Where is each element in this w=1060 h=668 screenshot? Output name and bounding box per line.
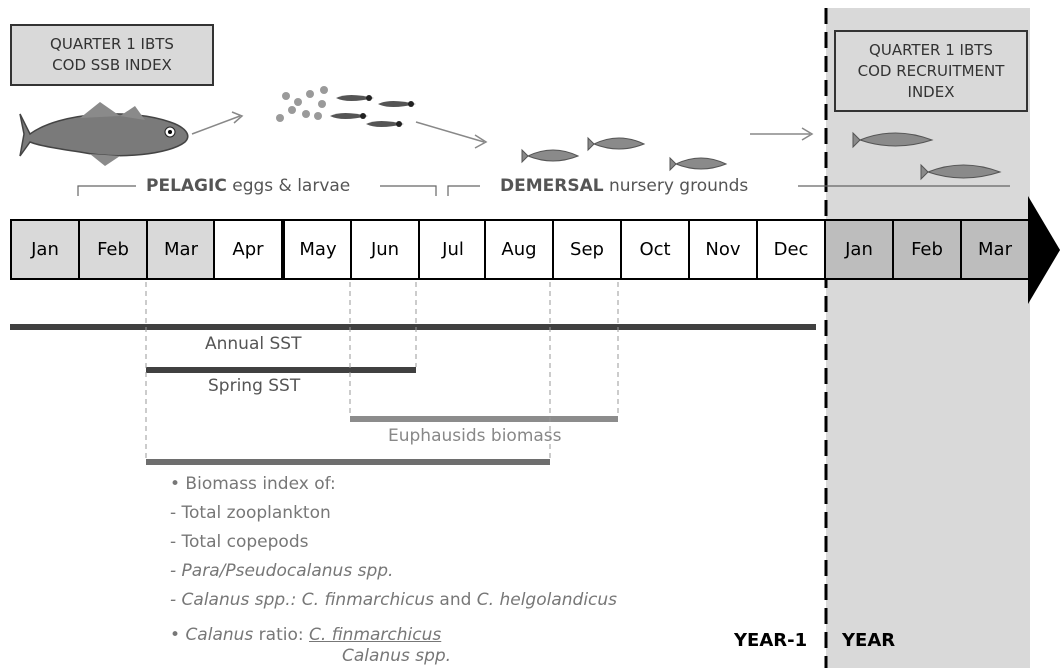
recruit-box-line2: COD RECRUITMENT <box>857 62 1005 80</box>
year-label: YEAR <box>842 630 896 651</box>
pseudocalanus-text: - Para/Pseudocalanus spp. <box>170 561 394 581</box>
pelagic-phase-label: PELAGIC eggs & larvae <box>146 176 350 196</box>
guide-lines <box>145 282 619 459</box>
pelagic-rest: eggs & larvae <box>226 176 351 196</box>
month-cell-mar-14: Mar <box>960 219 1030 280</box>
ratio-numerator: C. finmarchicus <box>309 625 442 645</box>
juvenile-cod-icon <box>521 136 728 172</box>
month-cell-may-4: May <box>283 219 353 280</box>
survey-year-shading <box>826 8 1030 668</box>
month-cell-sep-8: Sep <box>552 219 622 280</box>
month-cell-feb-13: Feb <box>892 219 962 280</box>
month-cell-mar-2: Mar <box>146 219 216 280</box>
month-cell-jan-0: Jan <box>10 219 80 280</box>
calanus-and: and <box>434 590 477 610</box>
larvae-icon <box>330 95 416 127</box>
ratio-italic: Calanus <box>185 625 254 645</box>
demersal-phase-label: DEMERSAL nursery grounds <box>500 176 748 196</box>
recruit-box-line1: QUARTER 1 IBTS <box>869 41 993 59</box>
demersal-bold: DEMERSAL <box>500 176 604 196</box>
ratio-plain: ratio: <box>253 625 304 645</box>
month-cell-nov-10: Nov <box>688 219 758 280</box>
year-minus-1-label: YEAR-1 <box>734 630 808 651</box>
calanus-b: C. finmarchicus <box>301 590 434 610</box>
annual-sst-label: Annual SST <box>205 334 302 354</box>
recruit-cod-icon <box>852 131 1002 181</box>
phase-brackets <box>77 185 1010 196</box>
list-item-total-copepods: - Total copepods <box>170 532 309 552</box>
period-bar-3 <box>146 459 550 465</box>
euphausids-label: Euphausids biomass <box>388 426 562 446</box>
month-cell-dec-11: Dec <box>756 219 826 280</box>
timeline-arrow-tip <box>1028 196 1060 304</box>
period-bar-2 <box>350 416 618 422</box>
recruit-box-line3: INDEX <box>907 83 955 101</box>
ssb-box-line2: COD SSB INDEX <box>52 56 172 74</box>
adult-cod-icon <box>19 102 189 166</box>
period-bar-1 <box>146 367 416 373</box>
month-cell-feb-1: Feb <box>78 219 148 280</box>
ratio-denominator-text: Calanus spp. <box>342 646 452 666</box>
calanus-ratio-line: • Calanus ratio: C. finmarchicus <box>170 625 441 645</box>
biomass-heading: • Biomass index of: <box>170 474 336 494</box>
month-cell-oct-9: Oct <box>620 219 690 280</box>
month-cell-apr-3: Apr <box>213 219 283 280</box>
ssb-index-box: QUARTER 1 IBTS COD SSB INDEX <box>10 24 214 86</box>
bars-layer <box>10 324 816 465</box>
list-item-total-zooplankton: - Total zooplankton <box>170 503 331 523</box>
pelagic-bold: PELAGIC <box>146 176 227 196</box>
month-cell-jun-5: Jun <box>350 219 420 280</box>
drift-arrows <box>191 111 814 149</box>
list-item-pseudocalanus: - Para/Pseudocalanus spp. <box>170 561 393 581</box>
eggs-icon <box>276 86 328 122</box>
calanus-c: C. helgolandicus <box>476 590 618 610</box>
month-cell-jul-6: Jul <box>418 219 488 280</box>
month-cell-aug-7: Aug <box>484 219 554 280</box>
spring-sst-label: Spring SST <box>208 376 301 396</box>
month-cell-jan-12: Jan <box>824 219 894 280</box>
calanus-a: - Calanus spp.: <box>170 590 297 610</box>
demersal-rest: nursery grounds <box>603 176 749 196</box>
period-bar-0 <box>10 324 816 330</box>
ssb-box-line1: QUARTER 1 IBTS <box>50 35 174 53</box>
ratio-denominator: Calanus spp. <box>342 646 451 666</box>
list-item-calanus: - Calanus spp.: C. finmarchicus and C. h… <box>170 590 617 610</box>
ratio-bullet: • <box>170 625 186 645</box>
recruitment-index-box: QUARTER 1 IBTS COD RECRUITMENT INDEX <box>834 30 1028 112</box>
